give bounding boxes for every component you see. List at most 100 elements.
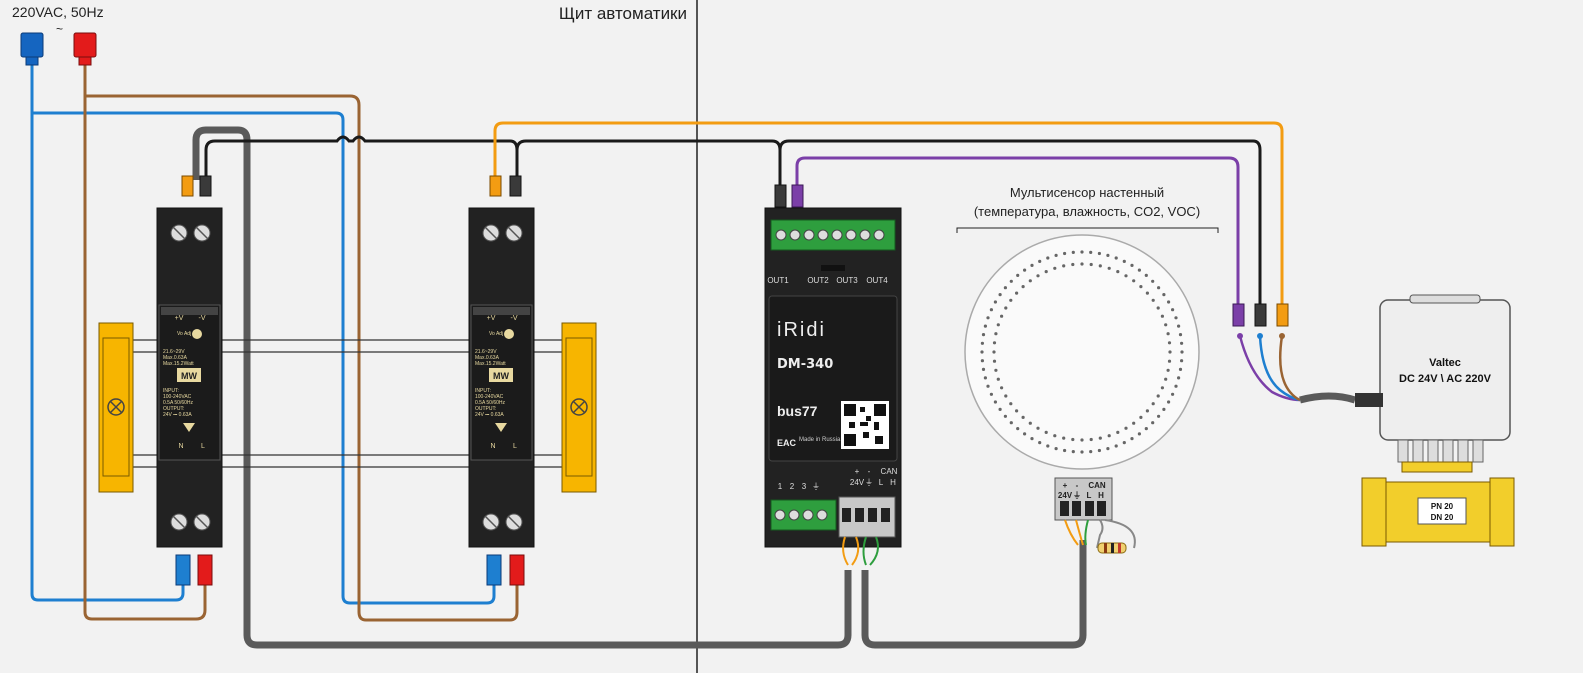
- sensor-vent-hole: [1180, 341, 1184, 345]
- sensor-vent-hole: [1137, 268, 1141, 272]
- controller-top-ferrules: [774, 184, 804, 208]
- sensor-vent-hole: [1168, 350, 1172, 354]
- controller-can-l-label: L: [879, 478, 884, 487]
- sensor-subtitle: (температура, влажность, CO2, VOC): [974, 204, 1200, 219]
- ground-wire: [204, 135, 1262, 305]
- psu2-input-2: 0.5A 50/60Hz: [475, 400, 506, 406]
- sensor-vent-hole: [981, 367, 986, 371]
- sensor-vent-hole: [1071, 250, 1075, 254]
- sensor-vent-hole: [1180, 359, 1184, 363]
- controller-in2-label: 2: [790, 482, 795, 491]
- sensor-vent-hole: [1062, 436, 1066, 440]
- sensor-vent-hole: [1023, 268, 1027, 272]
- sensor-vent-hole: [1139, 285, 1143, 289]
- sensor-vent-hole: [1166, 332, 1170, 336]
- valve-brand: Valtec: [1429, 357, 1461, 369]
- psu1-input-title: INPUT:: [163, 388, 179, 394]
- sensor-vent-hole: [1063, 448, 1067, 453]
- sensor-can-l-label: L: [1087, 491, 1092, 500]
- sensor-vent-hole: [996, 377, 1000, 381]
- sensor-vent-hole: [1009, 402, 1013, 406]
- psu2-output-title: OUTPUT:: [475, 406, 496, 412]
- psu1-spec-1: 21.6~29V: [163, 349, 185, 355]
- sensor-vent-hole: [1015, 291, 1019, 295]
- sensor-vent-hole: [1144, 273, 1148, 277]
- sensor-vent-hole: [1053, 434, 1057, 438]
- sensor-vent-hole: [1139, 415, 1143, 419]
- psu1-spec-3: Max.15.2Watt: [163, 361, 194, 367]
- psu1-output-title: OUTPUT:: [163, 406, 184, 412]
- sensor-vent-hole: [1003, 286, 1008, 290]
- sensor-vent-hole: [1122, 441, 1126, 445]
- sensor-vent-hole: [1004, 394, 1008, 398]
- sensor-vent-hole: [1145, 291, 1149, 295]
- sensor-vent-hole: [986, 316, 990, 320]
- controller-minus-label: -: [868, 467, 871, 476]
- sensor-vent-hole: [998, 407, 1002, 411]
- psu2-input-1: 100-240VAC: [475, 394, 504, 400]
- power-source-neutral-plug: [20, 32, 44, 66]
- sensor-vent-hole: [1004, 306, 1008, 310]
- sensor-vent-hole: [1156, 306, 1160, 310]
- psu1-spec-2: Max.0.63A: [163, 355, 188, 361]
- sensor-vent-hole: [1054, 447, 1058, 451]
- valve-actuator: Valtec DC 24V \ AC 220V: [1355, 294, 1511, 473]
- sensor-vent-hole: [1162, 293, 1166, 297]
- sensor-plus-label: +: [1063, 481, 1068, 490]
- psu1-minus-label: -V: [199, 315, 206, 322]
- can-bus-cable: [192, 126, 1357, 649]
- sensor-vent-hole: [1089, 450, 1093, 454]
- sensor-vent-hole: [998, 293, 1002, 297]
- sensor-vent-hole: [1151, 421, 1155, 425]
- sensor-vent-hole: [1080, 450, 1084, 454]
- plus-24v-wire: [493, 121, 1284, 305]
- sensor-vent-hole: [1054, 253, 1058, 257]
- sensor-vent-hole: [1000, 314, 1004, 318]
- sensor-vent-hole: [983, 376, 988, 380]
- psu2-output-line: 24V ⎓ 0.63A: [475, 412, 504, 418]
- controller-model: DM-340: [777, 357, 833, 372]
- sensor-vent-hole: [1009, 421, 1013, 425]
- psu1-input-1: 100-240VAC: [163, 394, 192, 400]
- power-source-line-plug: [73, 32, 97, 66]
- sensor-title: Мультисенсор настенный: [1010, 185, 1164, 200]
- actuator-wire-tails: [1238, 335, 1301, 402]
- sensor-vent-hole: [1009, 279, 1013, 283]
- sensor-vent-hole: [1098, 264, 1102, 268]
- power-supply-1: +V -V Vo Adj 21.6~29V Max.0.63A Max.15.2…: [156, 207, 223, 548]
- psu2-plus-label: +V: [487, 315, 496, 322]
- sensor-vent-hole: [1174, 384, 1178, 388]
- sensor-ground-label: ⏚: [1073, 491, 1081, 500]
- sensor-vent-hole: [1167, 341, 1172, 345]
- sensor-vent-hole: [1132, 279, 1136, 283]
- sensor-vent-hole: [989, 392, 994, 396]
- controller-cert: EAC: [777, 438, 797, 448]
- sensor-vent-hole: [994, 332, 998, 336]
- sensor-vent-hole: [1080, 438, 1084, 442]
- psu2-input-title: INPUT:: [475, 388, 491, 394]
- sensor-vent-hole: [993, 400, 998, 404]
- sensor-vent-hole: [1157, 286, 1161, 290]
- sensor-vent-hole: [1107, 434, 1111, 438]
- sensor-vent-hole: [1036, 274, 1040, 278]
- sensor-vent-hole: [1028, 279, 1032, 283]
- controller-in1-label: 1: [778, 482, 783, 491]
- sensor-vent-hole: [1046, 444, 1050, 448]
- sensor-vent-hole: [1114, 256, 1118, 260]
- sensor-vent-hole: [980, 350, 984, 354]
- sensor-vent-hole: [1160, 386, 1164, 390]
- psu1-brand-logo: MW: [181, 371, 197, 381]
- sensor-vent-hole: [1044, 430, 1048, 434]
- sensor-vent-hole: [1144, 427, 1148, 431]
- sensor-vent-hole: [989, 308, 994, 312]
- sensor-vent-hole: [1145, 409, 1149, 413]
- controller-plus-label: +: [855, 467, 860, 476]
- sensor-vent-hole: [986, 384, 990, 388]
- psu1-bottom-ferrules: [175, 554, 213, 586]
- sensor-vent-hole: [1164, 377, 1168, 381]
- sensor-vent-hole: [1038, 441, 1042, 445]
- sensor-vent-hole: [1080, 262, 1084, 266]
- sensor-vent-hole: [1107, 266, 1111, 270]
